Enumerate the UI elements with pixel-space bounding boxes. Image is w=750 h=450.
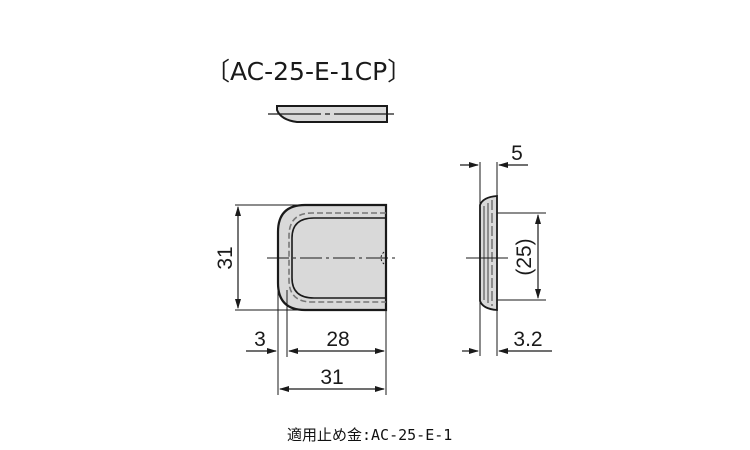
dim-thickness-5: 5 xyxy=(511,142,523,165)
dim-height-31: 31 xyxy=(214,246,237,269)
dim-offset-3: 3 xyxy=(254,328,266,351)
part-number-title: 〔AC-25-E-1CP〕 xyxy=(205,57,413,86)
side-inner-height-dimension: (25) xyxy=(513,214,541,299)
front-view xyxy=(235,203,395,395)
applicable-latch-caption: 適用止め金:AC-25-E-1 xyxy=(287,426,453,444)
dim-depth-3-2: 3.2 xyxy=(513,328,542,351)
front-width-dimensions: 3 28 31 xyxy=(246,328,385,392)
dim-inner-height-25: (25) xyxy=(513,238,536,275)
side-thickness-dimension: 5 xyxy=(460,142,528,168)
top-view xyxy=(268,105,394,123)
front-height-dimension: 31 xyxy=(214,206,241,309)
dim-inner-28: 28 xyxy=(326,328,349,351)
dim-overall-31: 31 xyxy=(320,366,343,389)
side-depth-dimension: 3.2 xyxy=(462,328,552,354)
side-view xyxy=(466,162,546,356)
